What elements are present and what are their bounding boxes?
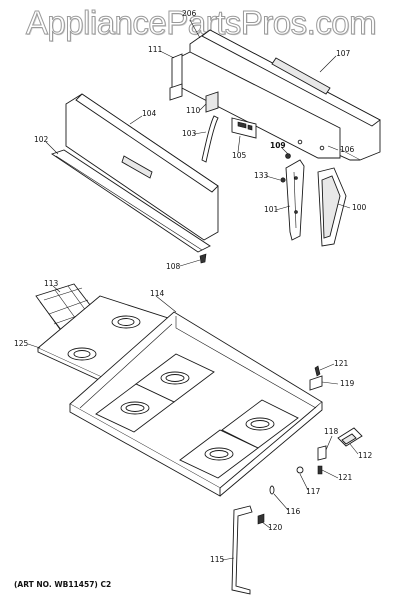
leader-lines	[27, 19, 359, 561]
screw-part-109	[285, 153, 291, 159]
screw-part-133	[280, 177, 286, 183]
callout-118: 118	[324, 427, 339, 436]
manifold-panel-part-104	[65, 93, 219, 241]
cooktop-part-114	[69, 311, 323, 497]
bracket-part-101	[285, 159, 305, 241]
callout-116: 116	[286, 507, 301, 516]
callout-117: 117	[306, 487, 321, 496]
callout-120: 120	[268, 523, 283, 532]
callout-125: 125	[14, 339, 29, 348]
screw-part-121-upper	[314, 365, 321, 377]
clip-part-118	[317, 445, 327, 461]
callout-110: 110	[186, 106, 201, 115]
callout-115: 115	[210, 555, 225, 564]
endcap-part-111	[169, 53, 183, 101]
screw-part-108	[199, 253, 207, 264]
callout-133: 133	[254, 171, 269, 180]
callout-206: 206	[182, 9, 197, 18]
screw-part-121-lower	[317, 465, 323, 475]
callout-103: 103	[182, 129, 197, 138]
callout-107: 107	[336, 49, 351, 58]
watermark: AppliancePartsPros.com	[25, 4, 377, 42]
part-117	[296, 466, 304, 474]
bracket-part-100	[317, 167, 347, 247]
callout-100: 100	[352, 203, 367, 212]
callout-102: 102	[34, 135, 49, 144]
callout-113: 113	[44, 279, 59, 288]
part-116	[269, 485, 275, 495]
callout-111: 111	[148, 45, 163, 54]
callout-106: 106	[340, 145, 355, 154]
callout-121-lower: 121	[338, 473, 353, 482]
callout-105: 105	[232, 151, 247, 160]
bracket-part-112	[337, 427, 363, 447]
switch-part-105	[231, 117, 257, 139]
callout-108: 108	[166, 262, 181, 271]
callout-109: 109	[270, 141, 286, 150]
callout-101: 101	[264, 205, 279, 214]
callout-119: 119	[340, 379, 355, 388]
clip-part-110	[205, 91, 219, 113]
trim-part-102	[50, 149, 211, 253]
callout-114: 114	[150, 289, 165, 298]
rod-part-115	[231, 505, 253, 595]
screw-part-120	[257, 513, 265, 525]
art-number: (ART NO. WB11457) C2	[14, 580, 112, 589]
wire-part-103	[201, 115, 219, 163]
callout-121-upper: 121	[334, 359, 349, 368]
callout-112: 112	[358, 451, 373, 460]
callout-104: 104	[142, 109, 157, 118]
clip-part-119	[309, 375, 323, 391]
